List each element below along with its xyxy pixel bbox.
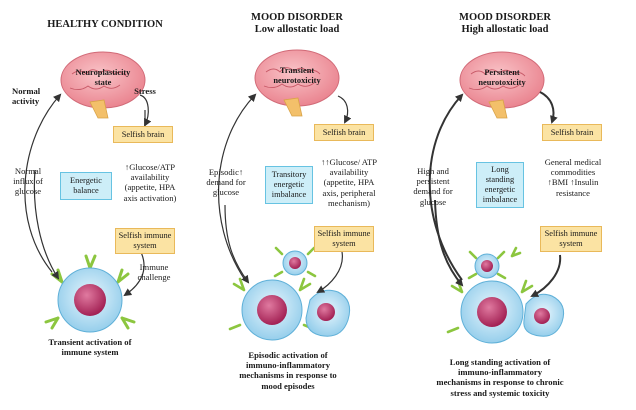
panel-1-immune-challenge: Immune challenge xyxy=(137,262,171,283)
panel-1-glucose-availability: ↑Glucose/ATP availability (appetite, HPA… xyxy=(123,162,177,203)
panel-2-selfish-immune: Selfish immune system xyxy=(314,226,374,252)
panel-2-brain xyxy=(254,49,340,117)
panel-3-subtitle: High allostatic load xyxy=(461,24,549,35)
panel-1-immune-cell xyxy=(44,254,136,333)
panel-1-selfish-immune: Selfish immune system xyxy=(115,228,175,254)
panel-3-selfish-brain: Selfish brain xyxy=(542,124,602,141)
panel-3-brain xyxy=(459,51,545,119)
panel-2-bottom-label: Episodic activation of immuno-inflammato… xyxy=(239,350,337,391)
panel-3-brain-label: Persistent neurotoxicity xyxy=(478,68,526,87)
panel-3-persistent-demand: High and persistent demand for glucose xyxy=(413,166,453,207)
panel-2-subtitle: Low allostatic load xyxy=(254,24,340,35)
panel-3-medical-commodities: General medical commodities ↑BMI ↑Insuli… xyxy=(544,157,602,198)
panel-3-immune-cells xyxy=(446,246,565,344)
panel-3-arrows xyxy=(428,91,562,297)
panel-1-energetic-balance: Energetic balance xyxy=(60,172,112,200)
panel-1-title: HEALTHY CONDITION xyxy=(47,19,163,30)
panel-1-stress-label: Stress xyxy=(134,86,156,96)
panel-1-arrows xyxy=(24,93,152,297)
panel-3-long-standing-imbalance: Long standing energetic imbalance xyxy=(476,162,524,208)
panel-2-selfish-brain: Selfish brain xyxy=(314,124,374,141)
panel-1-bottom-label: Transient activation of immune system xyxy=(48,337,132,358)
panel-1-brain-label: Neuroplasticity state xyxy=(75,68,131,87)
panel-1-brain xyxy=(60,51,146,119)
panel-2-transitory-imbalance: Transitory energetic imbalance xyxy=(265,166,313,204)
panel-2-arrows xyxy=(217,93,352,294)
panel-3-title: MOOD DISORDER xyxy=(459,12,551,23)
panel-2-immune-cells xyxy=(228,246,351,341)
panel-2-brain-label: Transient neurotoxicity xyxy=(273,66,321,85)
panel-3-selfish-immune: Selfish immune system xyxy=(540,226,602,252)
panel-2-episodic-demand: Episodic↑ demand for glucose xyxy=(206,167,246,198)
panel-1-selfish-brain: Selfish brain xyxy=(113,126,173,143)
panel-1-glucose-influx: Normal influx of glucose xyxy=(13,166,43,197)
panel-1-normal-activity: Normal activity xyxy=(12,86,41,107)
panel-2-glucose-availability: ↑↑Glucose/ ATP availability (appetite, H… xyxy=(320,157,378,208)
panel-2-title: MOOD DISORDER xyxy=(251,12,343,23)
panel-3-bottom-label: Long standing activation of immuno-infla… xyxy=(436,357,564,398)
